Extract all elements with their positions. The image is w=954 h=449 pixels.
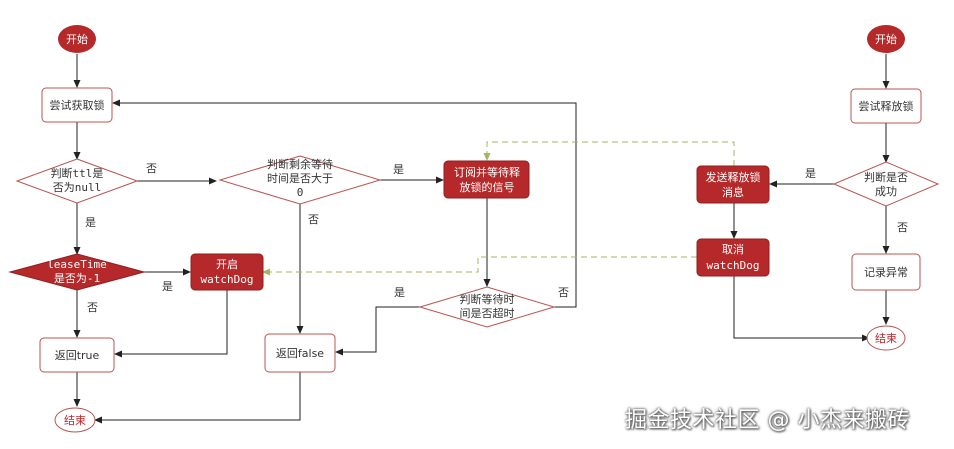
- start-left-label: 开始: [66, 32, 88, 46]
- check-remaining-label-1: 判断剩余等待: [267, 157, 333, 171]
- edge-timeout-to-return-false: [335, 306, 420, 356]
- label-remaining-yes: 是: [393, 163, 404, 176]
- edge-timeout-to-try-lock: [112, 99, 577, 308]
- end-left-label: 结束: [64, 414, 86, 427]
- send-release-label-1: 发送释放锁: [706, 170, 761, 184]
- label-ttl-yes: 是: [85, 216, 96, 229]
- cancel-watchdog-label-1: 取消: [722, 242, 744, 256]
- label-success-yes: 是: [805, 167, 816, 180]
- check-remaining-label-2: 时间是否大于: [267, 171, 333, 185]
- check-ttl-decision: 判断ttl是 否为null: [15, 158, 139, 204]
- edge-watchdog-to-return-true: [114, 290, 228, 358]
- end-right-label: 结束: [875, 332, 897, 345]
- cancel-watchdog-label-2: watchDog: [707, 259, 760, 272]
- open-watchdog-label-1: 开启: [216, 258, 238, 271]
- subscribe-label-1: 订阅并等待释: [454, 165, 520, 179]
- return-false-node: 返回false: [264, 333, 336, 373]
- try-release-label: 尝试释放锁: [859, 99, 914, 113]
- edge-return-false-to-end: [94, 372, 301, 424]
- watermark: 掘金技术社区 @ 小杰来搬砖: [625, 408, 910, 433]
- start-right-label: 开始: [875, 32, 897, 46]
- label-ttl-no: 否: [146, 162, 157, 175]
- start-node-right: 开始: [867, 25, 905, 53]
- edge-send-release-to-subscribe: [483, 141, 735, 166]
- start-node-left: 开始: [58, 25, 96, 53]
- check-timeout-label-1: 判断等待时: [460, 292, 515, 306]
- check-remaining-decision: 判断剩余等待 时间是否大于 0: [218, 155, 382, 205]
- edge-cancel-to-watchdog: [262, 256, 697, 276]
- label-success-no: 否: [897, 221, 908, 234]
- label-timeout-no: 否: [558, 286, 569, 299]
- end-node-left: 结束: [54, 407, 96, 433]
- try-release-node: 尝试释放锁: [850, 88, 922, 124]
- lease-label-1: leaseTime: [47, 258, 107, 271]
- try-lock-node: 尝试获取锁: [41, 87, 113, 123]
- end-node-right: 结束: [866, 325, 906, 351]
- record-error-node: 记录异常: [851, 253, 921, 291]
- check-timeout-label-2: 间是否超时: [460, 306, 515, 320]
- check-ttl-label-2: 否为null: [53, 181, 102, 194]
- lease-time-decision: leaseTime 是否为-1: [8, 253, 146, 291]
- check-remaining-label-3: 0: [297, 186, 304, 199]
- check-success-label-1: 判断是否: [864, 170, 908, 184]
- open-watchdog-node: 开启 watchDog: [190, 253, 264, 291]
- return-false-label: 返回false: [276, 347, 324, 360]
- edges: [73, 54, 890, 424]
- label-lease-yes: 是: [162, 280, 173, 293]
- lease-label-2: 是否为-1: [54, 272, 100, 285]
- check-success-label-2: 成功: [875, 185, 897, 198]
- send-release-label-2: 消息: [722, 185, 744, 199]
- check-ttl-label-1: 判断ttl是: [51, 166, 104, 180]
- edge-cancel-to-end-right: [733, 276, 870, 342]
- return-true-label: 返回true: [55, 349, 100, 362]
- label-lease-no: 否: [87, 301, 98, 314]
- label-remaining-no: 否: [308, 213, 319, 226]
- label-timeout-yes: 是: [394, 286, 405, 299]
- record-error-label: 记录异常: [864, 266, 908, 279]
- try-lock-label: 尝试获取锁: [50, 98, 105, 112]
- cancel-watchdog-node: 取消 watchDog: [696, 238, 770, 277]
- subscribe-node: 订阅并等待释 放锁的信号: [443, 160, 530, 199]
- edge-labels: 否 是 是 否 是 否 是 否 是 否: [85, 162, 908, 314]
- send-release-node: 发送释放锁 消息: [696, 165, 770, 204]
- dashed-edges: [262, 141, 735, 276]
- return-true-node: 返回true: [39, 337, 115, 373]
- open-watchdog-label-2: watchDog: [201, 273, 254, 286]
- check-timeout-decision: 判断等待时 间是否超时: [418, 286, 556, 328]
- subscribe-label-2: 放锁的信号: [460, 180, 515, 194]
- check-success-decision: 判断是否 成功: [832, 161, 940, 207]
